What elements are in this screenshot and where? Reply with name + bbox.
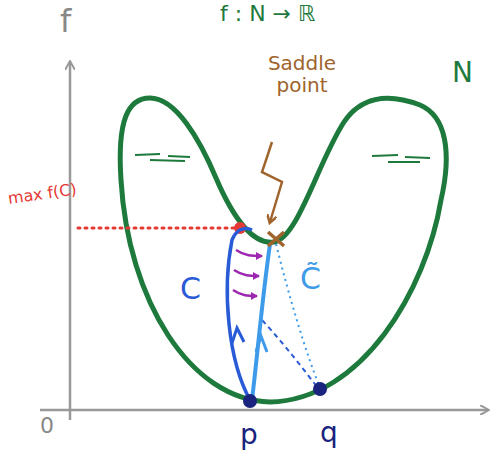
saddle-label: Saddle point bbox=[262, 52, 342, 96]
curve-c-tilde-arrow bbox=[256, 336, 267, 352]
curve-c-tilde bbox=[252, 244, 270, 400]
level-line bbox=[78, 227, 236, 230]
saddle-pointer bbox=[262, 142, 282, 222]
horizontal-axis bbox=[40, 409, 488, 412]
lobe-marks bbox=[135, 154, 430, 162]
point-p bbox=[243, 394, 257, 408]
function-label: f : N → ℝ bbox=[220, 2, 315, 26]
curve-label: C bbox=[180, 272, 201, 305]
manifold-outline bbox=[120, 98, 446, 402]
saddle-mark bbox=[268, 232, 284, 246]
curve-label: C̃ bbox=[300, 262, 321, 295]
vertical-axis bbox=[69, 62, 72, 420]
level-label: max f(C) bbox=[7, 180, 78, 207]
homotopy-arrows bbox=[233, 250, 262, 296]
point-label: p bbox=[240, 420, 258, 451]
dotted-curve bbox=[276, 244, 320, 388]
manifold-label: N bbox=[452, 58, 473, 89]
axis-label: f bbox=[60, 4, 71, 39]
dashed-curve bbox=[262, 320, 318, 388]
point-label: q bbox=[320, 418, 338, 449]
curve-c-arrow bbox=[232, 328, 244, 343]
origin-label: 0 bbox=[40, 414, 54, 438]
point-q bbox=[313, 382, 327, 396]
